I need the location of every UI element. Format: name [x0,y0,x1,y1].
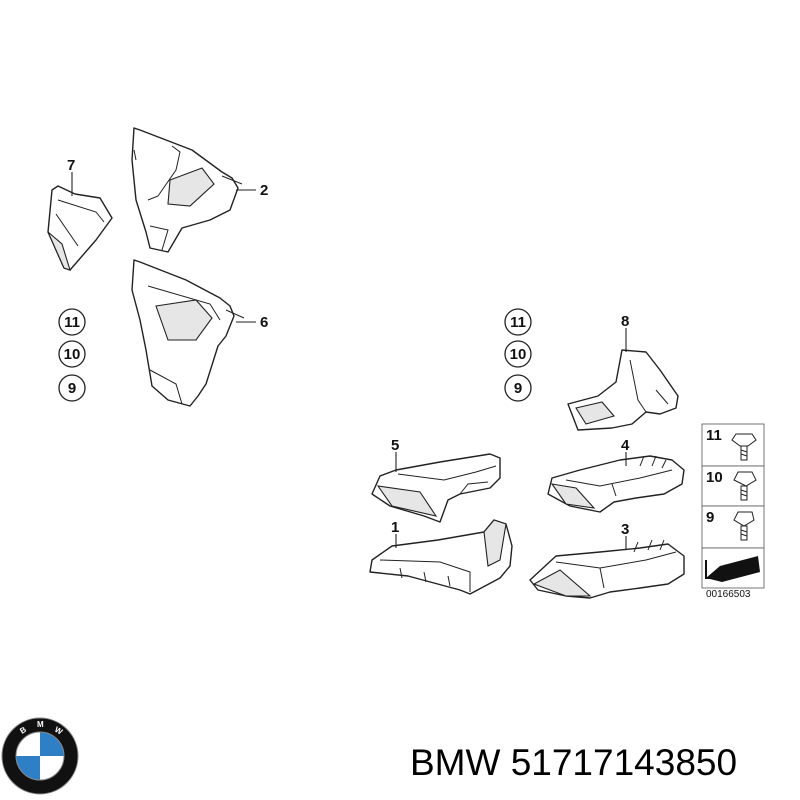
svg-text:M: M [37,720,44,729]
callout-6: 6 [260,314,268,331]
callout-7: 7 [67,157,75,174]
svg-text:B: B [18,725,28,736]
part-7-drawing [47,185,113,271]
fastener-label-9: 9 [706,509,714,526]
fastener-table: 11 10 9 [701,423,765,589]
part-8-drawing [567,349,679,431]
left-ref-circle-9: 9 [58,374,86,402]
part-2-drawing [131,127,243,253]
callout-5: 5 [391,437,399,454]
callout-8: 8 [621,313,629,330]
part-1-drawing [369,519,513,595]
direction-arrow-icon [705,556,760,582]
part-3-drawing [529,539,685,599]
fastener-label-10: 10 [706,469,723,486]
right-ref-circle-9: 9 [504,374,532,402]
bmw-logo: B M W [1,717,79,795]
left-ref-circle-11: 11 [58,308,86,336]
svg-text:9: 9 [68,380,76,397]
callout-2: 2 [260,182,268,199]
svg-text:10: 10 [64,346,81,363]
svg-text:9: 9 [514,380,522,397]
fastener-label-11: 11 [706,427,722,444]
callout-4: 4 [621,437,630,454]
svg-text:11: 11 [510,314,526,331]
svg-text:W: W [53,725,64,737]
part-6-drawing [131,259,245,407]
svg-text:10: 10 [510,346,527,363]
screw-9-icon [733,511,755,541]
right-ref-circle-10: 10 [504,340,532,368]
svg-text:11: 11 [64,314,80,331]
right-ref-circle-11: 11 [504,308,532,336]
callout-1: 1 [391,519,399,536]
screw-11-icon [731,433,757,461]
diagram-id: 00166503 [706,589,751,600]
part-number-caption: BMW 51717143850 [410,742,738,783]
callout-3: 3 [621,521,629,538]
screw-10-icon [733,471,757,501]
left-ref-circle-10: 10 [58,340,86,368]
part-5-drawing [371,453,501,523]
part-4-drawing [547,455,685,513]
